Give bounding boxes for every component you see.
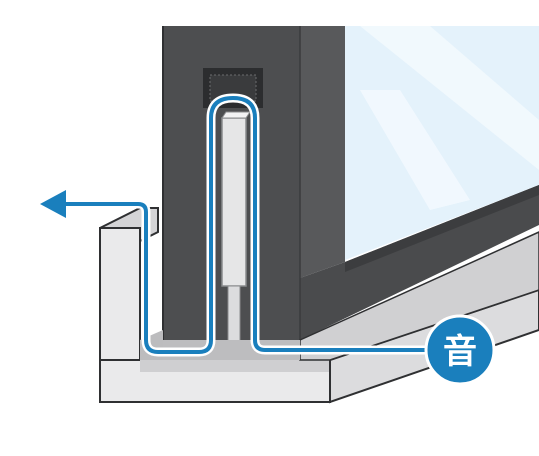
guide-rail — [163, 111, 300, 360]
sound-badge-label: 音 — [443, 332, 477, 372]
sound-badge: 音 — [424, 314, 496, 386]
glass-pane — [340, 26, 539, 262]
sound-path — [55, 93, 437, 357]
arrow-left-icon — [40, 190, 66, 218]
